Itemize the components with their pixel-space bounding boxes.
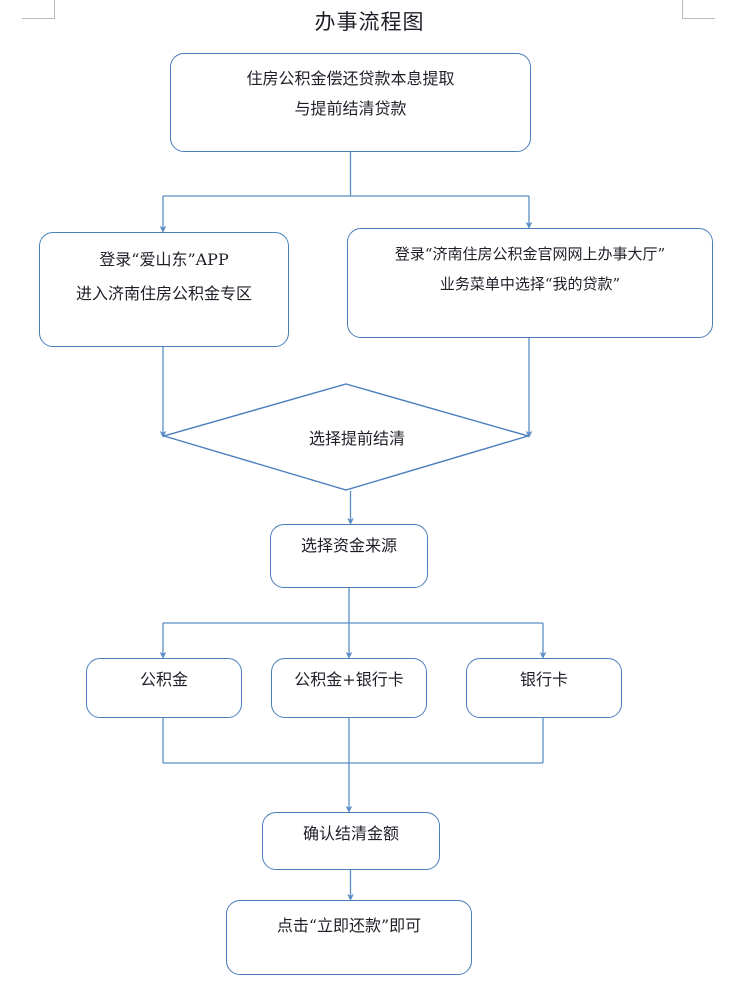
diamond-shape: [163, 383, 529, 491]
node-repay[interactable]: 点击“立即还款”即可: [226, 900, 472, 975]
node-confirm-amount[interactable]: 确认结清金额: [262, 812, 440, 870]
node-fund-mixed[interactable]: 公积金+银行卡: [271, 658, 427, 718]
node-channel-app[interactable]: 登录“爱山东”APP 进入济南住房公积金专区: [39, 232, 289, 347]
node-start[interactable]: 住房公积金偿还贷款本息提取 与提前结清贷款: [170, 53, 531, 152]
node-channel-web[interactable]: 登录“济南住房公积金官网网上办事大厅” 业务菜单中选择“我的贷款”: [347, 228, 713, 338]
node-decision-settle[interactable]: 选择提前结清: [163, 383, 529, 491]
node-choose-funding[interactable]: 选择资金来源: [270, 524, 428, 588]
margin-mark-top-right: [682, 0, 715, 19]
node-fund-fund[interactable]: 公积金: [86, 658, 242, 718]
page-title: 办事流程图: [314, 10, 425, 34]
node-fund-card[interactable]: 银行卡: [466, 658, 622, 718]
node-decision-label: 选择提前结清: [308, 429, 405, 448]
margin-mark-top-left: [22, 0, 55, 19]
